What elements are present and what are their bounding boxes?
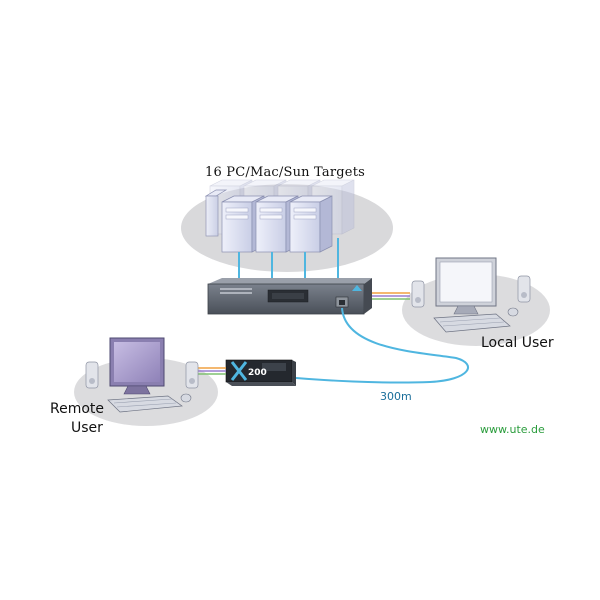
local-user-label: Local User: [481, 335, 554, 351]
kvm-switch-icon: [207, 278, 372, 315]
targets-label: 16 PC/Mac/Sun Targets: [205, 165, 365, 180]
mouse-icon: [507, 307, 519, 317]
speaker-icon: [85, 361, 99, 389]
keyboard-icon: [107, 395, 183, 413]
monitor-icon: [109, 337, 165, 395]
remote-user-label-line2: User: [71, 420, 103, 436]
speaker-icon: [411, 280, 425, 308]
speaker-icon: [517, 275, 531, 303]
local-workstation: [411, 257, 531, 333]
server-cables: [238, 238, 339, 283]
extender-model-label: 200: [248, 368, 267, 378]
mouse-icon: [180, 393, 192, 403]
remote-workstation: [85, 337, 199, 413]
speaker-icon: [185, 361, 199, 389]
extender-icon: [225, 359, 296, 386]
remote-user-label-line1: Remote: [50, 401, 105, 417]
server-tower-icon: [204, 189, 228, 237]
extender-cable: [295, 307, 469, 384]
local-user-wires: [372, 292, 410, 300]
keyboard-icon: [433, 313, 511, 333]
remote-user-wires: [196, 367, 226, 375]
cable-length-label: 300m: [380, 390, 412, 403]
website-label: www.ute.de: [480, 423, 545, 436]
server-tower-icon-group-front: [204, 189, 333, 253]
monitor-icon: [435, 257, 497, 315]
server-tower-icon: [289, 195, 333, 253]
server-tower-icon: [255, 195, 299, 253]
